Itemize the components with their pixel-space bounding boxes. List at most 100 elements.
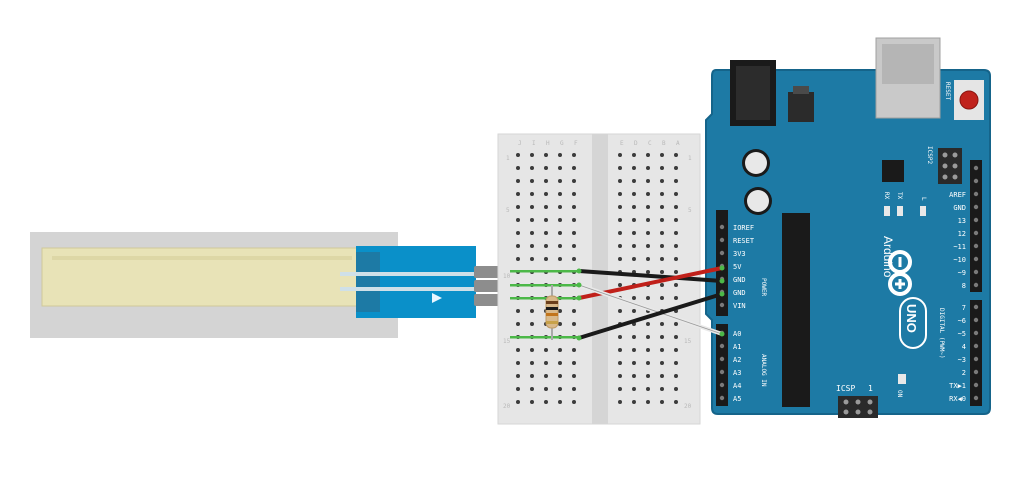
hole <box>660 387 664 391</box>
wire-black-gnd-bottom <box>577 292 724 340</box>
bb-row-1-right: 1 <box>688 155 692 162</box>
pin-label-d1: TX▶1 <box>949 382 966 390</box>
hole <box>544 179 548 183</box>
uno-text: UNO <box>904 304 919 333</box>
hole <box>516 192 520 196</box>
hole <box>674 270 678 274</box>
hole <box>530 257 534 261</box>
hole <box>544 348 548 352</box>
hole <box>530 205 534 209</box>
hole <box>660 400 664 404</box>
hole <box>530 179 534 183</box>
hole <box>558 192 562 196</box>
hole <box>618 257 622 261</box>
hole <box>618 387 622 391</box>
hole <box>973 230 979 236</box>
hole <box>516 205 520 209</box>
hole <box>660 231 664 235</box>
hole <box>660 361 664 365</box>
hole <box>632 309 636 313</box>
pin-label-d9: ~9 <box>958 269 966 277</box>
hole <box>646 361 650 365</box>
voltage-regulator <box>788 92 814 122</box>
hole <box>516 166 520 170</box>
hole <box>572 257 576 261</box>
hole <box>674 387 678 391</box>
hole <box>558 257 562 261</box>
hole <box>646 231 650 235</box>
pin-label-a2: A2 <box>733 356 741 364</box>
hole <box>632 179 636 183</box>
hole <box>973 282 979 288</box>
l-led <box>920 206 926 216</box>
hole <box>632 296 636 300</box>
digital-header-bottom <box>970 300 982 406</box>
hole <box>646 244 650 248</box>
hole <box>572 309 576 313</box>
pin-label-vin: VIN <box>733 302 746 310</box>
reset-button-knob[interactable] <box>959 90 979 110</box>
hole <box>618 244 622 248</box>
hole <box>646 335 650 339</box>
hole <box>572 387 576 391</box>
hole <box>973 317 979 323</box>
hole <box>516 400 520 404</box>
hole <box>544 153 548 157</box>
hole <box>973 343 979 349</box>
hole <box>632 166 636 170</box>
hole <box>572 361 576 365</box>
hole <box>618 218 622 222</box>
hole <box>572 400 576 404</box>
hole <box>973 395 979 401</box>
hole <box>719 250 725 256</box>
pin-label-aref: AREF <box>949 191 966 199</box>
pin-label-gnd2: GND <box>733 289 746 297</box>
flex-sensor <box>30 232 480 338</box>
hole <box>674 335 678 339</box>
hole <box>572 374 576 378</box>
hole <box>973 191 979 197</box>
bb-letter-c: C <box>648 140 652 147</box>
pin-label-d5: ~5 <box>958 330 966 338</box>
pin-label-d7: 7 <box>962 304 966 312</box>
breadboard-active-rows <box>510 270 580 339</box>
digital-header-pins <box>973 165 979 401</box>
hole <box>674 296 678 300</box>
icsp-label: ICSP <box>836 384 855 393</box>
hole <box>544 205 548 209</box>
hole <box>558 166 562 170</box>
hole <box>530 400 534 404</box>
hole <box>719 369 725 375</box>
hole <box>719 237 725 243</box>
hole <box>660 153 664 157</box>
hole <box>632 153 636 157</box>
hole <box>719 302 725 308</box>
digital-header-top <box>970 160 982 292</box>
hole <box>558 309 562 313</box>
hole <box>973 382 979 388</box>
hole <box>973 178 979 184</box>
hole <box>618 400 622 404</box>
hole <box>660 270 664 274</box>
hole <box>973 269 979 275</box>
analog-header <box>716 324 728 406</box>
on-led-label: ON <box>896 390 903 398</box>
hole <box>544 400 548 404</box>
hole <box>674 218 678 222</box>
hole <box>544 192 548 196</box>
pin-label-d6: ~6 <box>958 317 966 325</box>
hole <box>558 322 562 326</box>
hole <box>660 322 664 326</box>
hole <box>646 153 650 157</box>
hole <box>973 304 979 310</box>
hole <box>646 218 650 222</box>
hole <box>973 204 979 210</box>
arduino-uno: RESET ICSP2 RX TX L <box>705 37 991 418</box>
bb-row-15-right: 15 <box>684 338 692 345</box>
hole <box>618 283 622 287</box>
bb-letter-f: F <box>574 140 578 147</box>
hole <box>544 244 548 248</box>
hole <box>530 192 534 196</box>
bb-row-20-left: 20 <box>503 403 511 410</box>
pin-label-3v3: 3V3 <box>733 250 746 258</box>
